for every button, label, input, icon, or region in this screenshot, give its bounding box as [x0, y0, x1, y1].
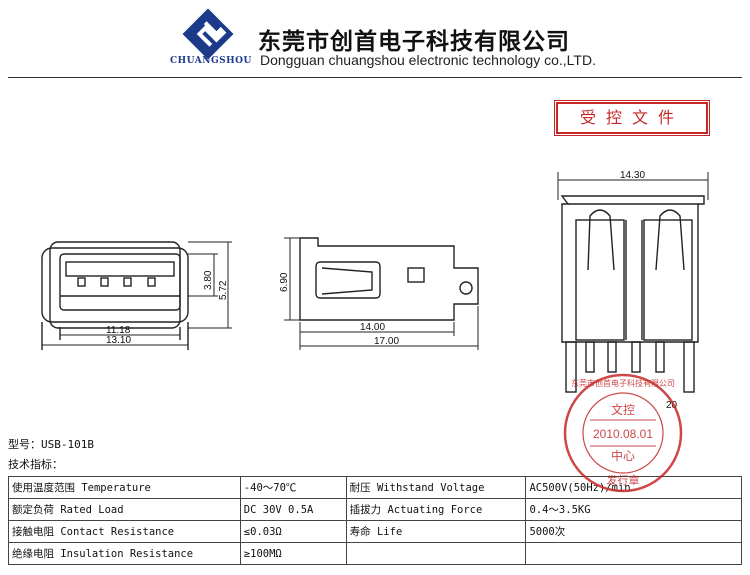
dim-side-length-body: 14.00: [360, 322, 385, 333]
spec-cell: 绝缘电阻 Insulation Resistance: [8, 542, 241, 565]
company-name-en: Dongguan chuangshou electronic technolog…: [260, 52, 596, 68]
stamp-date: 2010.08.01: [593, 427, 653, 441]
header-rule: [8, 77, 742, 78]
dim-right-width: 14.30: [620, 170, 645, 181]
spec-cell: 使用温度范围 Temperature: [8, 476, 241, 499]
company-seal-icon: 文控 2010.08.01 中心 发行章 东莞市创首电子科技有限公司: [563, 373, 683, 493]
logo-text: CHUANGSHOU: [170, 56, 252, 66]
stamp-ring-text: 东莞市创首电子科技有限公司: [571, 378, 675, 388]
spec-cell: ≥100MΩ: [239, 542, 347, 565]
spec-cell: 接触电阻 Contact Resistance: [8, 520, 241, 543]
spec-cell: [525, 542, 742, 565]
dim-front-inner-width: 11.18: [106, 325, 131, 336]
technical-drawing: 11.18 13.10 3.80 5.72 6.90 14.00 17.00 1…: [41, 170, 709, 411]
dim-right-partial: 20: [666, 400, 678, 411]
front-view: [41, 241, 232, 350]
dim-side-length-total: 17.00: [374, 336, 399, 347]
company-name-cn: 东莞市创首电子科技有限公司: [258, 28, 570, 55]
header: CHUANGSHOU 东莞市创首电子科技有限公司 Dongguan chuang…: [0, 0, 750, 75]
controlled-document-label: 受控文件: [556, 102, 708, 134]
company-logo-icon: [182, 8, 234, 60]
right-view: [557, 172, 709, 393]
spec-cell: 5000次: [525, 520, 742, 543]
stamp-line1: 文控: [611, 402, 635, 417]
spec-table: 使用温度范围 Temperature -40～70℃ 耐压 Withstand …: [8, 476, 742, 565]
stamp-line2: 中心: [611, 448, 635, 463]
dim-front-outer-width: 13.10: [106, 335, 131, 346]
spec-cell: 插拔力 Actuating Force: [345, 498, 527, 521]
spec-cell: 寿命 Life: [345, 520, 527, 543]
spec-cell: 耐压 Withstand Voltage: [345, 476, 527, 499]
dim-side-height: 6.90: [279, 272, 290, 292]
table-row: 额定负荷 Rated Load DC 30V 0.5A 插拔力 Actuatin…: [8, 498, 742, 521]
side-view: [284, 237, 479, 350]
table-row: 接触电阻 Contact Resistance ≤0.03Ω 寿命 Life 5…: [8, 520, 742, 543]
dim-front-outer-height: 5.72: [218, 280, 229, 300]
spec-title: 技术指标：: [8, 458, 63, 471]
spec-cell: -40～70℃: [239, 476, 347, 499]
table-row: 绝缘电阻 Insulation Resistance ≥100MΩ: [8, 542, 742, 565]
dim-front-inner-height: 3.80: [203, 270, 214, 290]
spec-cell: ≤0.03Ω: [239, 520, 347, 543]
table-row: 使用温度范围 Temperature -40～70℃ 耐压 Withstand …: [8, 476, 742, 499]
stamp-bottom: 发行章: [607, 473, 640, 487]
spec-cell: 0.4～3.5KG: [525, 498, 742, 521]
spec-cell: DC 30V 0.5A: [239, 498, 347, 521]
spec-cell: [345, 542, 527, 565]
spec-cell: 额定负荷 Rated Load: [8, 498, 241, 521]
model-number: 型号：USB-101B: [8, 438, 94, 451]
